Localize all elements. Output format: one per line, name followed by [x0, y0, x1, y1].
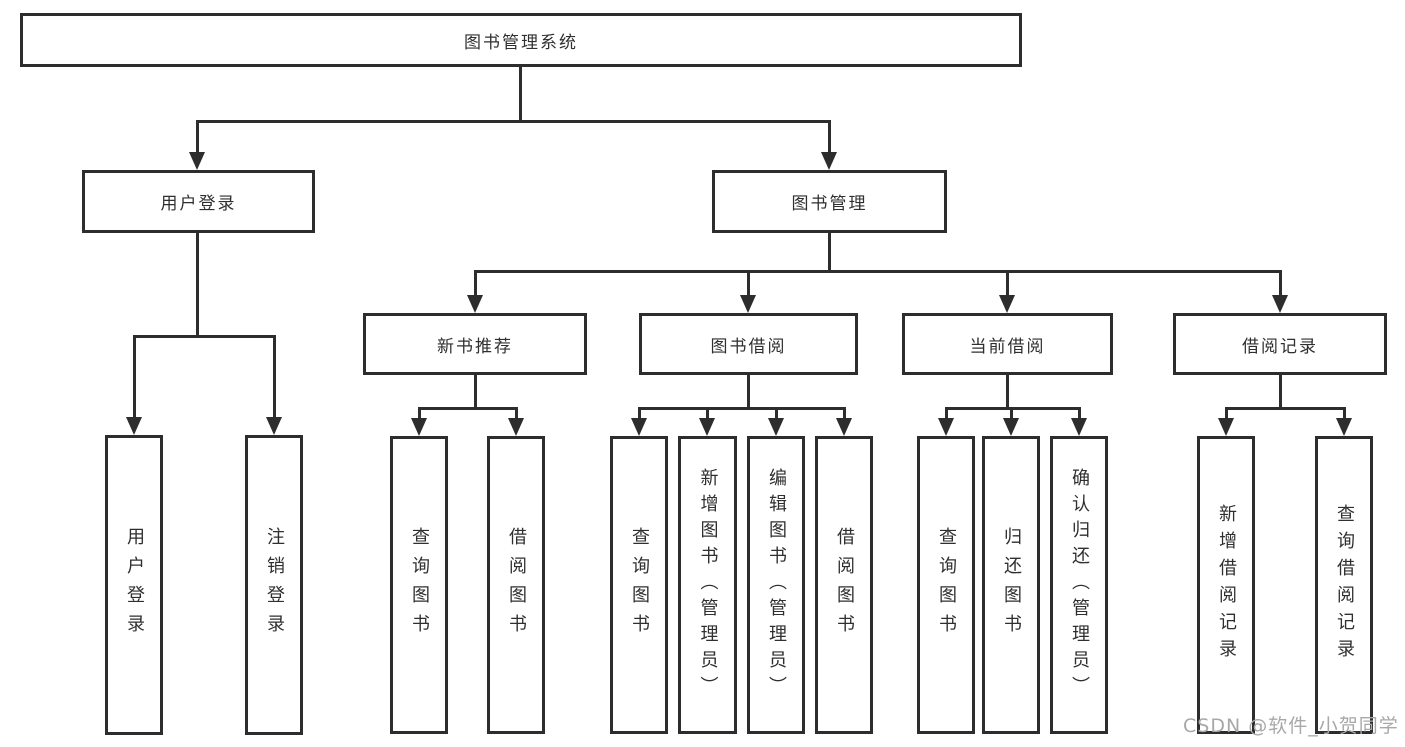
leaf-confirm-return-admin: 确认归还（管理员）: [1050, 436, 1108, 734]
connector-line: [418, 407, 421, 418]
connector-line: [418, 407, 518, 410]
connector-line: [1006, 270, 1009, 295]
arrow-down-icon: [740, 295, 756, 313]
arrow-down-icon: [768, 418, 784, 436]
connector-line: [1078, 407, 1081, 418]
node-book-borrowing: 图书借阅: [639, 313, 858, 375]
connector-line: [474, 375, 477, 407]
node-label: 新增图书（管理员）: [697, 468, 719, 702]
connector-line: [1343, 407, 1346, 418]
node-label: 查询图书: [629, 527, 650, 643]
connector-line: [843, 407, 846, 418]
csdn-watermark: CSDN @软件_小贺同学: [1183, 715, 1399, 737]
arrow-down-icon: [1272, 295, 1288, 313]
node-current-borrowing: 当前借阅: [902, 313, 1113, 375]
node-new-book-recommendation: 新书推荐: [363, 313, 587, 375]
connector-line: [1279, 375, 1282, 407]
arrow-down-icon: [999, 295, 1015, 313]
leaf-query-books-recommend: 查询图书: [390, 436, 448, 734]
connector-line: [519, 67, 522, 120]
connector-line: [133, 335, 276, 338]
connector-line: [945, 407, 948, 418]
leaf-edit-books-admin: 编辑图书（管理员）: [747, 436, 805, 734]
connector-line: [747, 375, 750, 407]
leaf-query-books-current: 查询图书: [917, 436, 975, 734]
arrow-down-icon: [631, 418, 647, 436]
node-label: 图书借阅: [710, 336, 787, 357]
node-label: 归还图书: [1001, 527, 1022, 643]
arrow-down-icon: [1336, 418, 1352, 436]
connector-line: [945, 407, 1081, 410]
node-book-management-branch: 图书管理: [712, 170, 947, 233]
leaf-borrow-books-recommend: 借阅图书: [487, 436, 545, 734]
arrow-down-icon: [508, 418, 524, 436]
connector-line: [1279, 270, 1282, 295]
arrow-down-icon: [699, 418, 715, 436]
connector-line: [1006, 375, 1009, 407]
node-label: 注销登录: [264, 527, 285, 643]
node-library-management-system: 图书管理系统: [20, 13, 1022, 67]
connector-line: [196, 233, 199, 335]
node-label: 用户登录: [124, 527, 145, 643]
connector-line: [196, 120, 831, 123]
leaf-borrow-books-borrowing: 借阅图书: [815, 436, 873, 734]
node-label: 借阅图书: [834, 527, 855, 643]
connector-line: [1010, 407, 1013, 418]
node-label: 新增借阅记录: [1216, 504, 1237, 666]
leaf-return-books: 归还图书: [982, 436, 1040, 734]
node-label: 查询借阅记录: [1334, 504, 1355, 666]
connector-line: [638, 407, 846, 410]
connector-line: [133, 335, 136, 417]
connector-line: [515, 407, 518, 418]
leaf-add-books-admin: 新增图书（管理员）: [678, 436, 737, 734]
node-label: 借阅图书: [506, 527, 527, 643]
leaf-query-books-borrowing: 查询图书: [610, 436, 668, 734]
connector-line: [273, 335, 276, 417]
leaf-user-login: 用户登录: [105, 435, 163, 735]
connector-line: [747, 270, 750, 295]
connector-line: [474, 270, 1282, 273]
connector-line: [828, 120, 831, 152]
node-label: 编辑图书（管理员）: [766, 468, 787, 702]
node-label: 当前借阅: [969, 336, 1046, 357]
node-borrowing-records: 借阅记录: [1173, 313, 1387, 375]
arrow-down-icon: [266, 417, 282, 435]
leaf-add-borrow-record: 新增借阅记录: [1197, 436, 1255, 734]
leaf-query-borrow-record: 查询借阅记录: [1315, 436, 1373, 734]
arrow-down-icon: [1071, 418, 1087, 436]
connector-line: [196, 120, 199, 152]
node-label: 确认归还（管理员）: [1069, 468, 1090, 702]
connector-line: [1225, 407, 1346, 410]
node-label: 图书管理: [791, 194, 868, 214]
node-label: 新书推荐: [437, 336, 513, 357]
arrow-down-icon: [1218, 418, 1234, 436]
arrow-down-icon: [1003, 418, 1019, 436]
arrow-down-icon: [467, 295, 483, 313]
node-label: 查询图书: [936, 527, 957, 643]
node-label: 借阅记录: [1242, 336, 1318, 357]
arrow-down-icon: [411, 418, 427, 436]
arrow-down-icon: [938, 418, 954, 436]
connector-line: [638, 407, 641, 418]
connector-line: [706, 407, 709, 418]
connector-line: [1225, 407, 1228, 418]
connector-line: [775, 407, 778, 418]
arrow-down-icon: [836, 418, 852, 436]
node-label: 图书管理系统: [464, 32, 578, 53]
node-label: 用户登录: [160, 194, 237, 214]
node-user-login-branch: 用户登录: [82, 170, 315, 233]
arrow-down-icon: [126, 417, 142, 435]
arrow-down-icon: [189, 152, 205, 170]
arrow-down-icon: [821, 152, 837, 170]
leaf-logout: 注销登录: [245, 435, 303, 735]
connector-line: [828, 233, 831, 270]
connector-line: [474, 270, 477, 295]
node-label: 查询图书: [409, 527, 430, 643]
